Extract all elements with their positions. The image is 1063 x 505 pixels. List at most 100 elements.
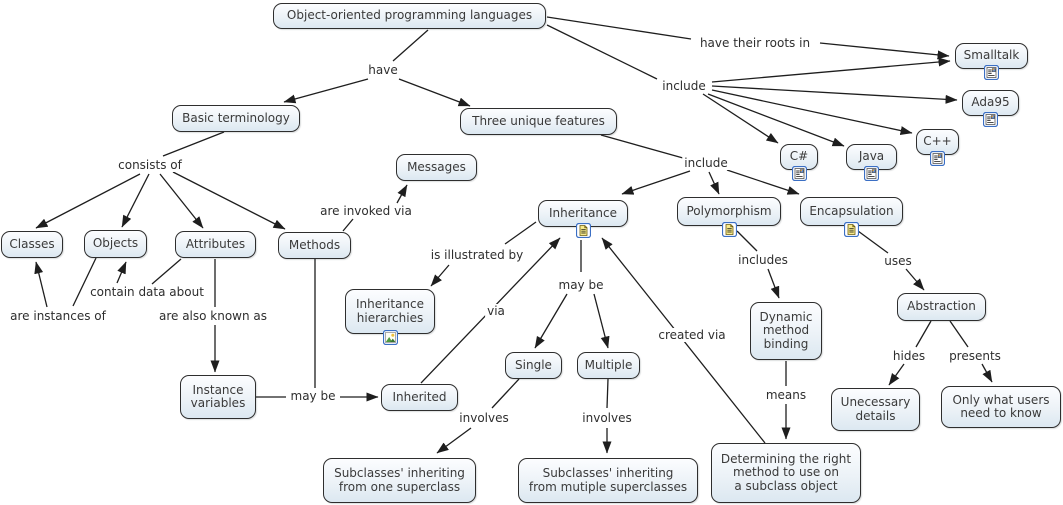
linking-phrase-have-their-roots-in[interactable]: have their roots in	[697, 36, 813, 50]
concept-abstraction[interactable]: Abstraction	[897, 293, 986, 321]
image-resource-icon[interactable]	[382, 329, 398, 346]
connector-line	[162, 131, 225, 157]
linking-phrase-include-languages[interactable]: include	[660, 79, 708, 93]
concept-subclasses-one-superclass[interactable]: Subclasses' inheriting from one supercla…	[323, 458, 476, 503]
linking-phrase-include-features[interactable]: include	[682, 156, 730, 170]
concept-objects[interactable]: Objects	[84, 230, 147, 258]
linking-phrase-are-instances-of[interactable]: are instances of	[8, 309, 108, 323]
concept-basic-terminology[interactable]: Basic terminology	[172, 105, 300, 132]
connector-line	[436, 427, 472, 454]
document-resource-icon[interactable]	[982, 111, 999, 128]
linking-phrase-consists-of[interactable]: consists of	[116, 158, 184, 172]
connector-line	[159, 173, 204, 229]
concept-oopl[interactable]: Object-oriented programming languages	[273, 3, 546, 29]
document-resource-icon[interactable]	[983, 64, 1000, 81]
connector-line	[905, 268, 925, 291]
connector-line	[504, 221, 537, 245]
connector-line	[711, 89, 913, 135]
document-resource-icon[interactable]	[863, 165, 880, 182]
connector-line	[396, 184, 408, 204]
concept-determining-right-method[interactable]: Determining the right method to use on a…	[711, 443, 861, 503]
connector-line	[342, 218, 354, 232]
connector-line	[949, 320, 969, 348]
text-resource-icon[interactable]	[843, 221, 860, 238]
linking-phrase-contain-data-about[interactable]: contain data about	[88, 285, 206, 299]
concept-attributes[interactable]: Attributes	[175, 231, 256, 258]
connector-line	[34, 261, 48, 308]
concept-label: Classes	[9, 236, 55, 251]
connector-line	[819, 42, 950, 60]
concept-label: Inheritance	[548, 205, 618, 220]
linking-phrase-presents[interactable]: presents	[947, 349, 1003, 363]
concept-label: Java	[858, 149, 885, 164]
linking-phrase-may-be-inheritance[interactable]: may be	[556, 278, 606, 292]
concept-dynamic-method-binding[interactable]: Dynamic method binding	[750, 302, 822, 360]
concept-classes[interactable]: Classes	[1, 231, 63, 258]
document-resource-icon[interactable]	[791, 165, 807, 182]
linking-phrase-hides[interactable]: hides	[890, 349, 928, 363]
concept-label: Methods	[288, 237, 341, 252]
concept-label: Unecessary details	[840, 395, 911, 423]
connector-line	[172, 171, 286, 230]
connector-line	[121, 173, 150, 228]
connector-line	[606, 378, 609, 409]
connector-line	[726, 169, 800, 195]
text-resource-icon[interactable]	[575, 222, 591, 239]
concept-single[interactable]: Single	[505, 352, 562, 379]
connector-line	[915, 320, 932, 348]
connector-line	[981, 363, 993, 383]
concept-label: Messages	[407, 159, 466, 174]
linking-phrase-are-invoked-via[interactable]: are invoked via	[318, 204, 414, 218]
concept-label: Inheritance hierarchies	[355, 297, 425, 325]
concept-polymorphism[interactable]: Polymorphism	[677, 197, 781, 226]
concept-label: Inherited	[392, 389, 447, 404]
concept-methods[interactable]: Methods	[278, 232, 351, 259]
connector-line	[283, 78, 369, 104]
concept-java[interactable]: Java	[846, 144, 897, 170]
linking-phrase-created-via[interactable]: created via	[656, 328, 728, 342]
linking-phrase-involves-multiple[interactable]: involves	[580, 411, 634, 425]
linking-phrase-have[interactable]: have	[366, 63, 400, 77]
concept-label: Subclasses' inheriting from one supercla…	[334, 466, 465, 494]
concept-messages[interactable]: Messages	[396, 154, 477, 181]
concept-inheritance-hierarchies[interactable]: Inheritance hierarchies	[345, 289, 435, 334]
concept-smalltalk[interactable]: Smalltalk	[955, 43, 1028, 69]
concept-label: Object-oriented programming languages	[286, 8, 533, 23]
linking-phrase-may-be-inherited[interactable]: may be	[288, 389, 338, 403]
connector-line	[72, 257, 97, 307]
text-resource-icon[interactable]	[721, 221, 737, 238]
document-resource-icon[interactable]	[929, 150, 946, 167]
concept-label: Basic terminology	[182, 110, 290, 125]
concept-inheritance[interactable]: Inheritance	[538, 200, 628, 227]
linking-phrase-means[interactable]: means	[763, 388, 809, 402]
concept-label: Multiple	[584, 357, 633, 372]
linking-phrase-includes[interactable]: includes	[736, 253, 790, 267]
concept-subclasses-mutiple-superclasses[interactable]: Subclasses' inheriting from mutiple supe…	[518, 458, 698, 503]
concept-cpp[interactable]: C++	[916, 129, 959, 155]
connector-line	[736, 230, 758, 252]
connector-line	[707, 93, 845, 147]
connector-line	[857, 230, 889, 254]
connector-line	[35, 173, 141, 229]
connector-line	[711, 85, 958, 104]
concept-label: C#	[789, 149, 809, 164]
concept-label: Instance variables	[190, 382, 246, 410]
linking-phrase-involves-single[interactable]: involves	[457, 411, 511, 425]
concept-label: Abstraction	[907, 299, 976, 314]
linking-phrase-are-also-known-as[interactable]: are also known as	[156, 309, 270, 323]
connector-line	[593, 293, 610, 349]
linking-phrase-is-illustrated-by[interactable]: is illustrated by	[428, 248, 526, 262]
concept-csharp[interactable]: C#	[780, 144, 818, 170]
concept-label: Dynamic method binding	[759, 309, 813, 351]
concept-label: Only what users need to know	[952, 392, 1050, 420]
concept-unecessary-details[interactable]: Unecessary details	[831, 388, 920, 431]
linking-phrase-via[interactable]: via	[485, 304, 507, 318]
concept-encapsulation[interactable]: Encapsulation	[800, 197, 903, 226]
concept-multiple[interactable]: Multiple	[577, 352, 640, 379]
concept-inherited[interactable]: Inherited	[381, 384, 458, 411]
linking-phrase-uses[interactable]: uses	[882, 254, 914, 268]
connector-line	[116, 261, 127, 284]
concept-instance-variables[interactable]: Instance variables	[180, 375, 256, 419]
concept-three-unique-features[interactable]: Three unique features	[460, 108, 617, 135]
concept-only-what-users-need-to-know[interactable]: Only what users need to know	[941, 386, 1061, 428]
